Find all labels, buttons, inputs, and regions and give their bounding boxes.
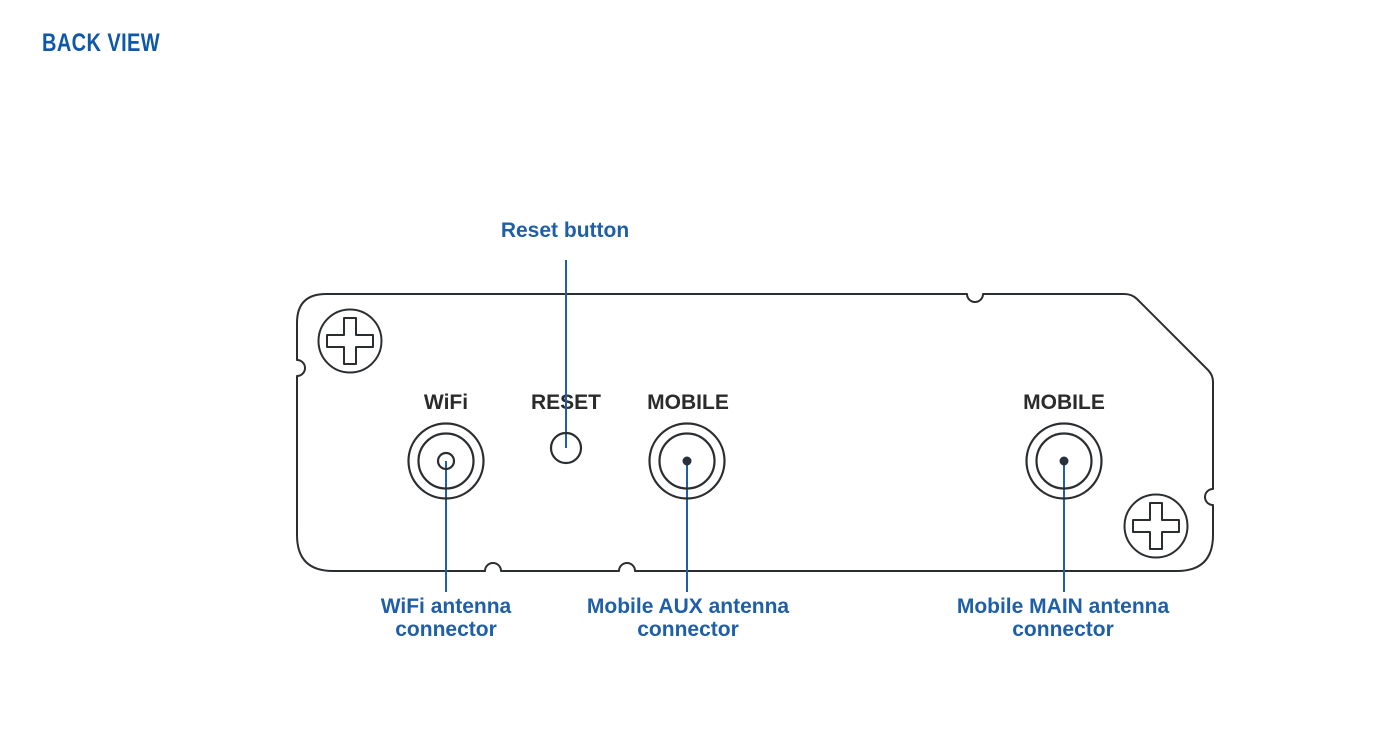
- panel-label-wifi: WiFi: [423, 391, 469, 414]
- panel-label-mobile-main: MOBILE: [1023, 391, 1105, 414]
- reset-callout-label: Reset button: [500, 219, 630, 242]
- mobile-aux-connector-callout-label: Mobile AUX antenna connector: [587, 595, 789, 641]
- callout-line1: Mobile MAIN antenna: [956, 595, 1170, 618]
- device-panel-outline: [296, 293, 1214, 572]
- panel-label-reset: RESET: [530, 391, 602, 414]
- callout-line1: Mobile AUX antenna: [586, 595, 790, 618]
- callout-line2: connector: [395, 618, 497, 641]
- panel-label-mobile-aux: MOBILE: [647, 391, 729, 414]
- screw-bottom-right-icon: [1123, 493, 1189, 559]
- callout-line2: connector: [637, 618, 739, 641]
- wifi-connector-callout-label: WiFi antenna connector: [381, 595, 511, 641]
- wifi-antenna-connector-icon: [407, 422, 485, 500]
- reset-hole-icon: [549, 431, 583, 465]
- mobile-aux-antenna-connector-icon: [648, 422, 726, 500]
- page-title: BACK VIEW: [42, 29, 161, 57]
- mobile-main-antenna-connector-icon: [1025, 422, 1103, 500]
- callout-lines: [445, 260, 1065, 592]
- mobile-main-connector-callout-label: Mobile MAIN antenna connector: [957, 595, 1169, 641]
- callout-line1: WiFi antenna: [380, 595, 512, 618]
- callout-line2: connector: [1012, 618, 1114, 641]
- screw-top-left-icon: [317, 308, 383, 374]
